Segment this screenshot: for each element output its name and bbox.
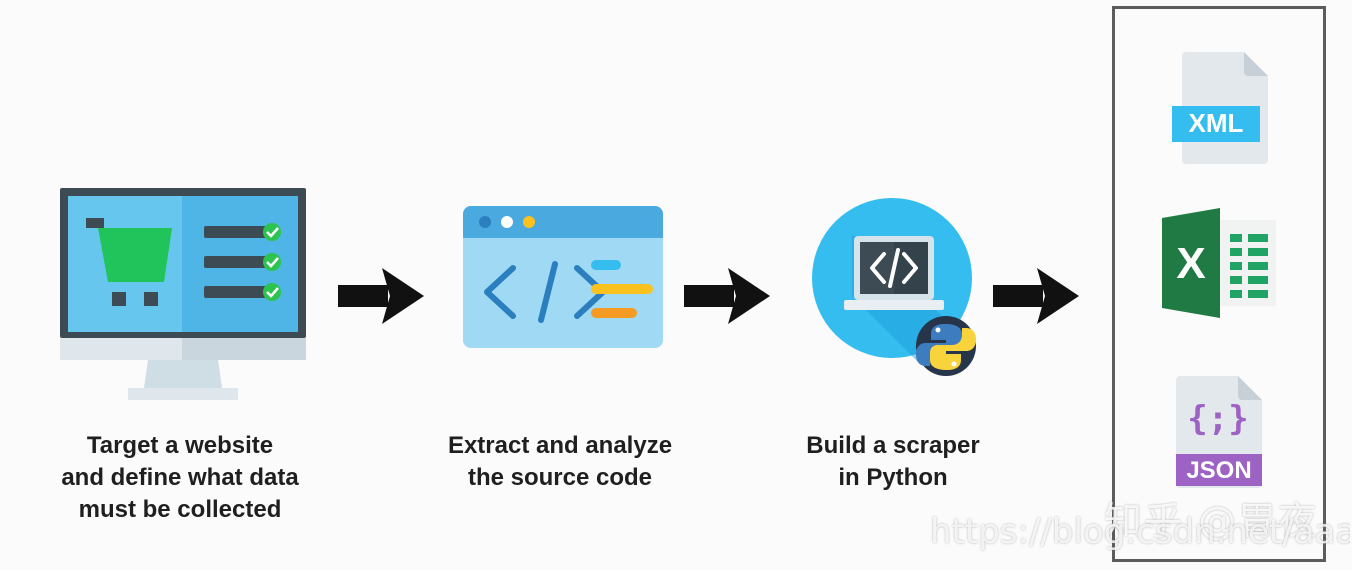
xml-label: XML bbox=[1189, 108, 1244, 138]
zhihu-watermark: 知乎 @胃夜 bbox=[1104, 499, 1319, 543]
json-file-icon: {;} JSON bbox=[1176, 376, 1262, 488]
python-scraper-icon bbox=[812, 198, 976, 376]
step-3-label: Build a scraper in Python bbox=[806, 432, 980, 491]
excel-file-icon: X bbox=[1162, 208, 1276, 318]
step-1-label: Target a website and define what data mu… bbox=[61, 432, 299, 523]
json-braces-label: {;} bbox=[1187, 399, 1248, 439]
json-label: JSON bbox=[1186, 457, 1251, 484]
csdn-watermark: https://blog.csdn.net/aaanfind bbox=[930, 512, 1350, 552]
arrow-right-icon bbox=[684, 268, 770, 324]
website-monitor-icon bbox=[60, 188, 306, 400]
source-code-window-icon bbox=[463, 206, 663, 348]
arrow-right-icon bbox=[993, 268, 1079, 324]
output-formats-panel bbox=[1112, 6, 1326, 562]
step-2-label: Extract and analyze the source code bbox=[447, 432, 673, 491]
xml-file-icon: XML bbox=[1172, 52, 1268, 164]
arrow-right-icon bbox=[338, 268, 424, 324]
excel-x-label: X bbox=[1176, 239, 1205, 288]
